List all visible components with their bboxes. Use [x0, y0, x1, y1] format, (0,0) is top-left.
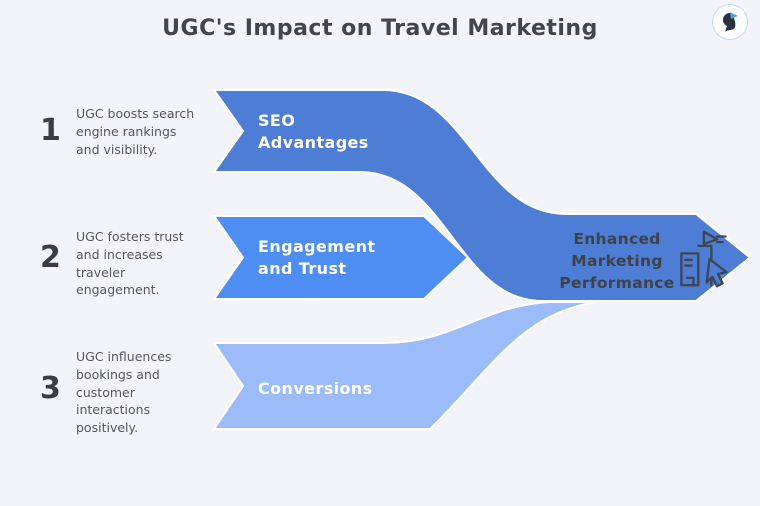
step-3-description: UGC influences bookings and customer int… — [76, 349, 172, 435]
band-label-seo-advantages: SEO Advantages — [258, 111, 369, 152]
band-label-conversions: Conversions — [258, 379, 373, 398]
step-2-description: UGC fosters trust and increases traveler… — [76, 229, 184, 298]
brand-logo — [712, 4, 748, 40]
band-label-engagement-trust: Engagement and Trust — [258, 237, 376, 278]
step-1-description: UGC boosts search engine rankings and vi… — [76, 106, 195, 157]
result-label: Enhanced Marketing Performance — [559, 230, 675, 292]
buildings-cursor-icon — [680, 230, 728, 288]
step-3-number: 3 — [40, 371, 61, 406]
page-title: UGC's Impact on Travel Marketing — [162, 16, 598, 41]
band-seo-and-result-arrow-shape — [212, 89, 752, 302]
step-1-number: 1 — [40, 113, 61, 148]
hummingbird-logo-icon — [723, 12, 738, 32]
band-engagement-trust-shape — [212, 215, 470, 300]
band-conversions-shape — [212, 301, 597, 430]
step-2-number: 2 — [40, 240, 61, 275]
